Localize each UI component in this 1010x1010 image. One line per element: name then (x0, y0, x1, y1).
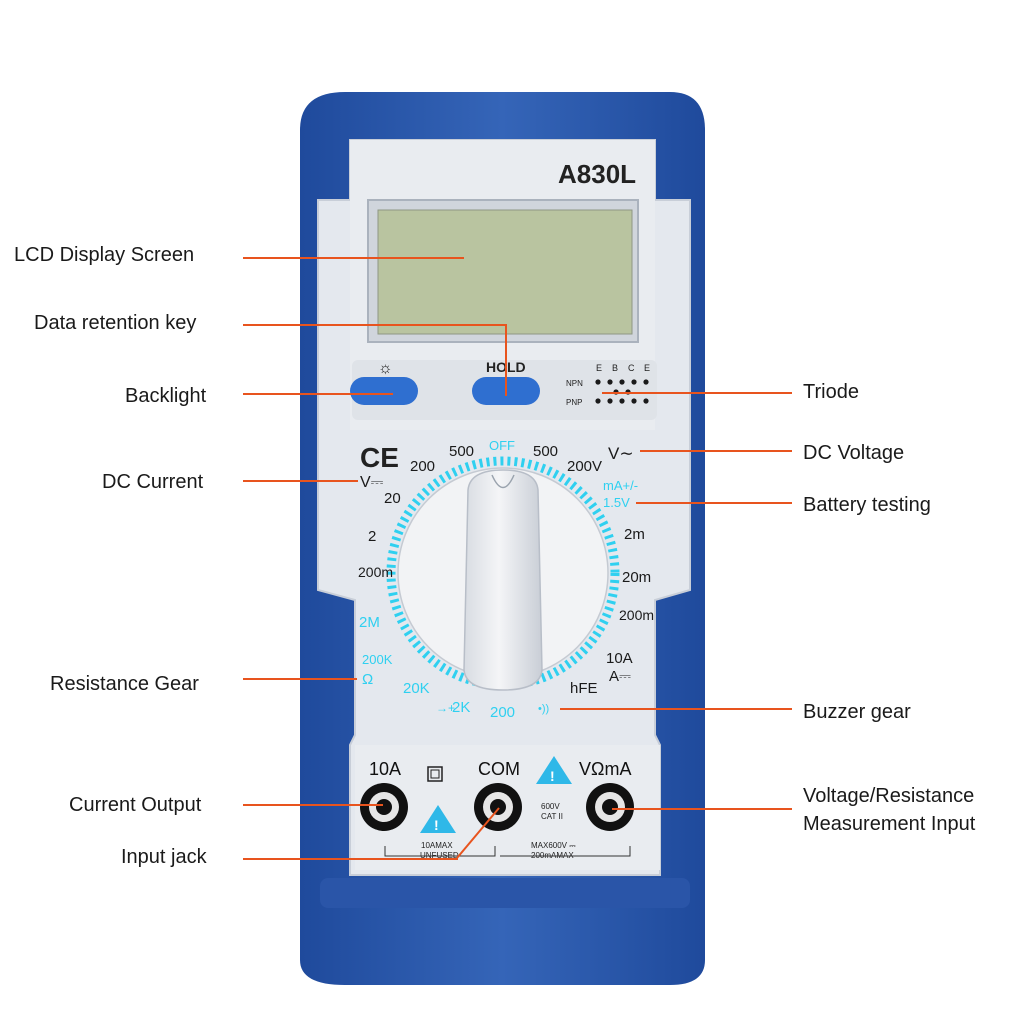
jack-label-vohm: VΩmA (579, 759, 631, 779)
jack-10a[interactable] (360, 783, 408, 831)
callout-input-jack: Input jack (121, 846, 207, 868)
dca-10a: 10A (606, 650, 633, 667)
dial-markings: OFF 200 500 500 200V V∼ V⎓ 20 2 200m mA+… (358, 438, 654, 721)
acv-500: 500 (533, 443, 558, 460)
leader-backlight (243, 393, 393, 395)
dca-2m: 2m (624, 526, 645, 543)
triode-npn-label: NPN (566, 379, 583, 388)
res-2m: 2M (359, 614, 380, 631)
rating-max1: MAX600V ⎓ (531, 841, 576, 850)
leader-current-output (243, 804, 383, 806)
rating-cat: CAT II (541, 812, 563, 821)
dcv-20: 20 (384, 490, 401, 507)
amp-symbol: A⎓ (609, 668, 631, 685)
leader-lcd (243, 257, 464, 259)
acv-symbol: V∼ (608, 444, 634, 463)
dcv-200m: 200m (358, 564, 393, 580)
battery-ma: mA+/- (603, 478, 638, 493)
rating-cat-v: 600V (541, 802, 560, 811)
dcv-500: 500 (449, 443, 474, 460)
leader-input-jack-diag (456, 807, 500, 859)
warning-icon (536, 756, 572, 784)
leader-buzzer (560, 708, 792, 710)
backlight-button[interactable] (350, 377, 418, 405)
rotary-knob[interactable] (463, 469, 543, 691)
lcd-display (377, 209, 633, 335)
leader-vr-input (612, 808, 792, 810)
triode-pnp-label: PNP (566, 398, 582, 407)
res-2k: 2K (452, 699, 470, 716)
svg-text:!: ! (550, 768, 555, 784)
jack-com[interactable] (474, 783, 522, 831)
leader-input-jack (243, 858, 458, 860)
dcv-200: 200 (410, 458, 435, 475)
jack-vohm[interactable] (586, 783, 634, 831)
dca-20m: 20m (622, 569, 651, 586)
ohm-symbol: Ω (362, 671, 373, 688)
leader-data-retention-h (243, 324, 507, 326)
acv-200v: 200V (567, 458, 602, 475)
callout-dc-voltage: DC Voltage (803, 442, 905, 464)
callout-resistance: Resistance Gear (50, 673, 199, 695)
callout-lcd: LCD Display Screen (14, 244, 195, 266)
triode-header-c: C (628, 363, 635, 373)
jack-label-com: COM (478, 759, 520, 779)
callout-triode: Triode (803, 381, 859, 403)
triode-pins (595, 379, 649, 404)
leader-dc-voltage (640, 450, 792, 452)
svg-text:!: ! (434, 817, 439, 833)
callout-battery: Battery testing (803, 494, 931, 516)
callout-dc-current: DC Current (102, 471, 204, 493)
dial-off: OFF (489, 438, 515, 453)
rating-fuse1: 10AMAX (421, 841, 453, 850)
buzzer-symbol: •)) (538, 703, 549, 715)
res-200k: 200K (362, 652, 393, 667)
triode-header-e1: E (596, 363, 602, 373)
leader-triode (602, 392, 792, 394)
res-200: 200 (490, 704, 515, 721)
ce-mark: CE (360, 442, 399, 473)
dca-200m: 200m (619, 607, 654, 623)
leader-data-retention-v (505, 324, 507, 396)
leader-dc-current (243, 480, 358, 482)
callout-vr-input: Voltage/Resistance Measurement Input (803, 785, 976, 835)
battery-1v5: 1.5V (603, 495, 630, 510)
dcv-2: 2 (368, 528, 376, 545)
jack-label-10a: 10A (369, 759, 401, 779)
callout-backlight: Backlight (125, 385, 207, 407)
leader-battery (636, 502, 792, 504)
leader-resistance (243, 678, 357, 680)
triode-header-e2: E (644, 363, 650, 373)
callout-current-output: Current Output (69, 794, 202, 816)
res-20k: 20K (403, 680, 430, 697)
callout-data-retention: Data retention key (34, 312, 197, 334)
warning-icon-small (420, 805, 456, 833)
callout-buzzer: Buzzer gear (803, 701, 911, 723)
hfe: hFE (570, 680, 598, 697)
dcv-symbol: V⎓ (360, 474, 384, 491)
model-name: A830L (558, 159, 636, 189)
double-insulation-icon (427, 766, 443, 782)
triode-socket: E B C E NPN PNP (566, 363, 650, 407)
triode-header-b: B (612, 363, 618, 373)
diode-symbol: →+ (436, 701, 455, 715)
backlight-symbol: ☼ (378, 360, 393, 377)
